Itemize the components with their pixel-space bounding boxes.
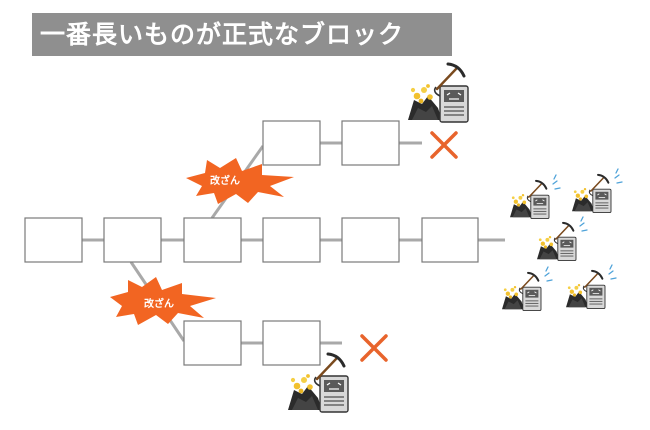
lower-fork-block-1 xyxy=(183,320,242,366)
tamper-label: 改ざん xyxy=(144,297,174,310)
upper-fork-block-1 xyxy=(262,120,321,166)
main-block-6 xyxy=(421,217,479,263)
miner-computer-icon xyxy=(566,265,616,309)
tamper-burst-lower: 改ざん xyxy=(110,277,216,325)
lower-fork-block-2 xyxy=(262,320,321,366)
tamper-burst-upper: 改ざん xyxy=(186,158,294,204)
tamper-label: 改ざん xyxy=(210,174,240,187)
title-banner: 一番長いものが正式なブロック xyxy=(32,13,452,56)
page-title: 一番長いものが正式なブロック xyxy=(40,20,405,49)
miner-computer-icon xyxy=(502,267,552,311)
miner-computer-icon xyxy=(572,169,622,213)
main-block-5 xyxy=(341,217,400,263)
upper-fork xyxy=(262,120,400,166)
lower-fork xyxy=(183,320,321,366)
miner-computer-icon xyxy=(406,62,470,124)
miner-computer-icon xyxy=(537,217,587,261)
main-block-3 xyxy=(183,217,242,263)
miner-computer-icon xyxy=(510,175,560,219)
main-block-1 xyxy=(24,217,83,263)
tamper-burst-icon xyxy=(110,277,216,325)
main-block-2 xyxy=(103,217,162,263)
tamper-burst-icon xyxy=(186,158,294,204)
main-chain xyxy=(24,217,479,263)
upper-fork-block-2 xyxy=(341,120,400,166)
rejected-x-icon xyxy=(360,334,388,362)
rejected-x-icon xyxy=(430,131,458,159)
main-block-4 xyxy=(262,217,321,263)
